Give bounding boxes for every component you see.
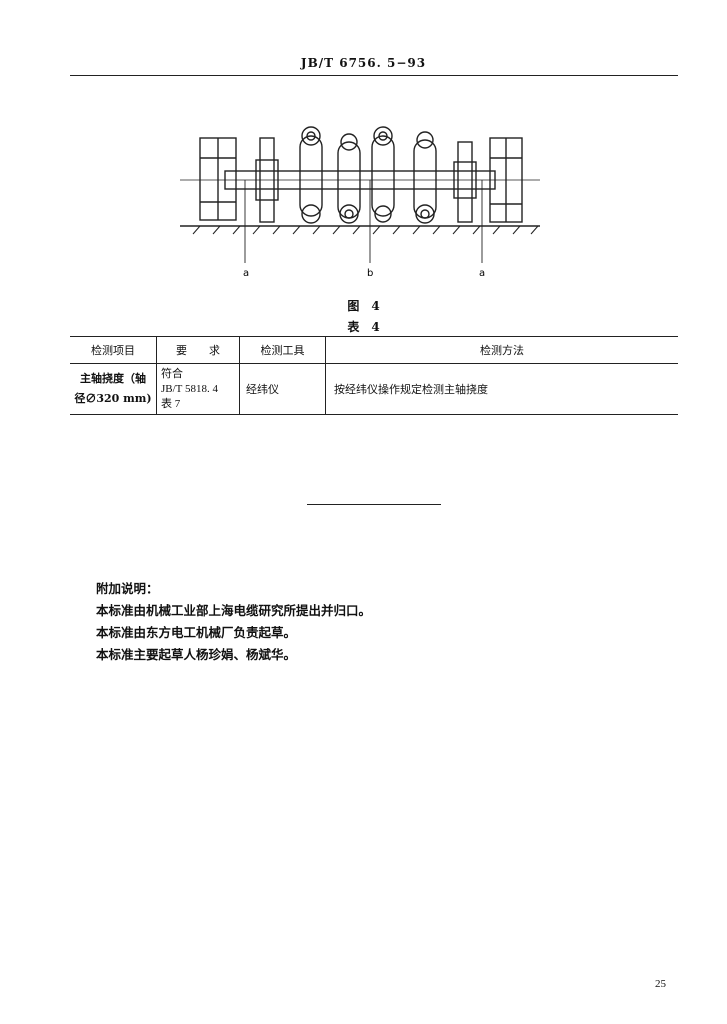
header-tool: 检测工具 xyxy=(239,336,326,364)
crank-throw-1 xyxy=(299,126,323,224)
notes-line: 本标准由机械工业部上海电缆研究所提出并归口。 xyxy=(96,603,372,618)
cell-item: 主轴挠度（轴 径∅320 mm) xyxy=(70,363,157,415)
req-line-1: 符合 xyxy=(161,367,183,380)
left-bearing xyxy=(199,137,237,221)
crank-throw-3 xyxy=(371,126,395,223)
header-item: 检测项目 xyxy=(70,336,157,364)
item-line-1: 主轴挠度（轴 xyxy=(80,372,146,385)
cell-requirement: 符合 JB/T 5818. 4 表 7 xyxy=(156,363,240,415)
crank-throw-4 xyxy=(413,131,437,224)
spindle-deflection-figure: a b a xyxy=(180,126,540,279)
additional-notes: 附加说明： 本标准由机械工业部上海电缆研究所提出并归口。 本标准由东方电工机械厂… xyxy=(96,578,371,666)
table-caption: 表 4 xyxy=(347,320,380,334)
page-number: 25 xyxy=(655,978,666,990)
notes-title: 附加说明： xyxy=(96,581,159,596)
figure-caption: 图 4 xyxy=(347,299,380,313)
end-rule xyxy=(307,504,441,505)
cell-tool: 经纬仪 xyxy=(239,363,326,415)
req-line-2: JB/T 5818. 4 xyxy=(161,382,218,395)
table-row: 主轴挠度（轴 径∅320 mm) 符合 JB/T 5818. 4 表 7 经纬仪… xyxy=(70,363,678,415)
notes-line: 本标准主要起草人杨珍娟、杨斌华。 xyxy=(96,647,297,662)
right-collar xyxy=(453,141,477,223)
left-collar xyxy=(255,137,279,223)
ground-hatching xyxy=(192,225,539,235)
label-a-left: a xyxy=(243,268,249,279)
cell-method: 按经纬仪操作规定检测主轴挠度 xyxy=(325,363,678,415)
inspection-table: 检测项目 要 求 检测工具 检测方法 主轴挠度（轴 径∅320 mm) 符合 J… xyxy=(70,336,678,415)
header-method: 检测方法 xyxy=(325,336,678,364)
right-bearing xyxy=(489,137,523,223)
standard-code: JB/T 6756. 5−93 xyxy=(300,56,427,70)
item-line-2: 径∅320 mm) xyxy=(74,392,152,405)
label-b: b xyxy=(367,268,373,279)
header-requirement: 要 求 xyxy=(156,336,240,364)
header-rule xyxy=(70,75,678,76)
label-a-right: a xyxy=(479,268,485,279)
table-header-row: 检测项目 要 求 检测工具 检测方法 xyxy=(70,336,678,364)
notes-line: 本标准由东方电工机械厂负责起草。 xyxy=(96,625,297,640)
req-line-3: 表 7 xyxy=(161,397,181,410)
crank-throw-2 xyxy=(337,133,361,224)
